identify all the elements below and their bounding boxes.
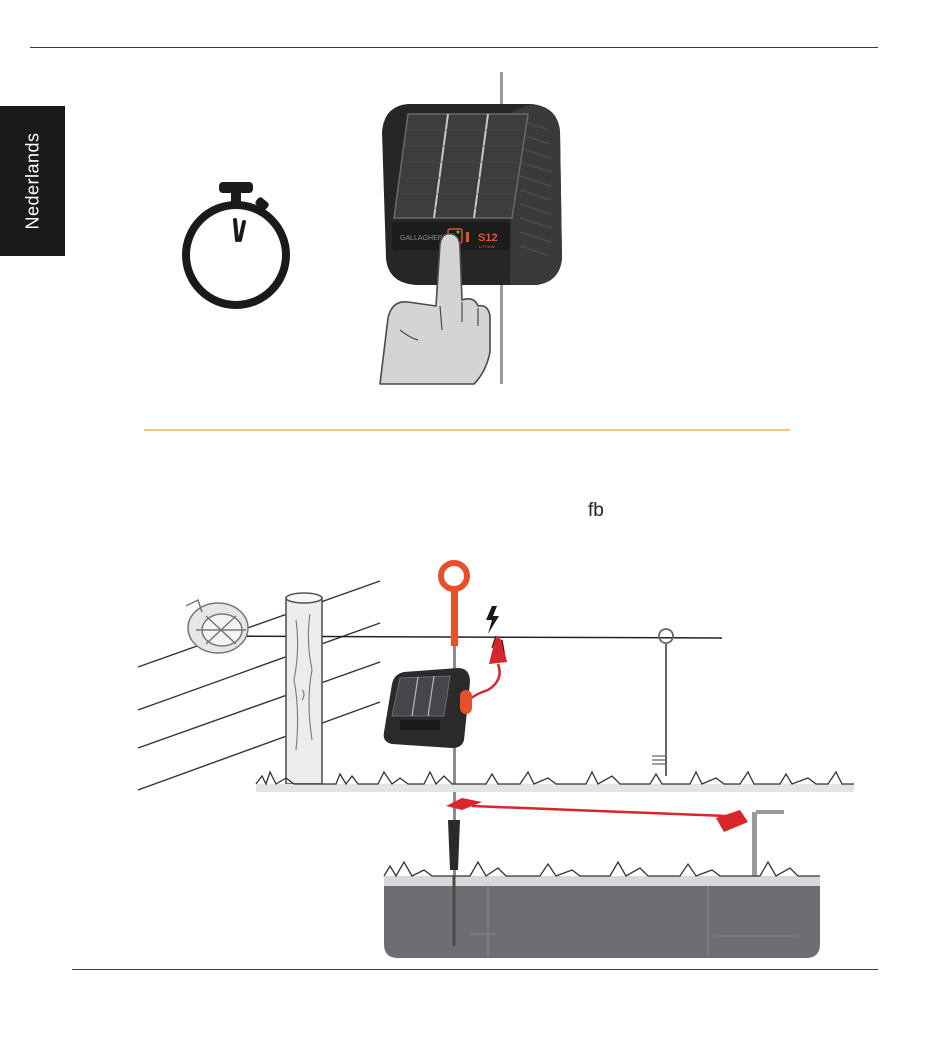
fence-wires <box>138 581 380 790</box>
soil-section <box>384 862 820 958</box>
upper-ground <box>256 772 854 792</box>
model-subtitle: LITHIUM <box>479 244 495 249</box>
snippet-text: fb <box>588 500 604 522</box>
field-energizer <box>384 668 472 748</box>
section-divider <box>144 429 790 431</box>
insulator-post <box>652 629 673 776</box>
brand-text: GALLAGHER <box>400 235 443 242</box>
wire-reel <box>186 600 248 653</box>
model-text: S12 <box>478 232 498 244</box>
live-clamp <box>466 636 507 704</box>
ground-lead <box>446 798 748 832</box>
lightning-bolt-icon <box>486 606 499 634</box>
energizer-device: GALLAGHER S12 LITHIUM <box>382 104 562 285</box>
stopwatch-icon <box>186 182 286 305</box>
bottom-rule <box>72 969 878 970</box>
wooden-post <box>286 593 322 784</box>
